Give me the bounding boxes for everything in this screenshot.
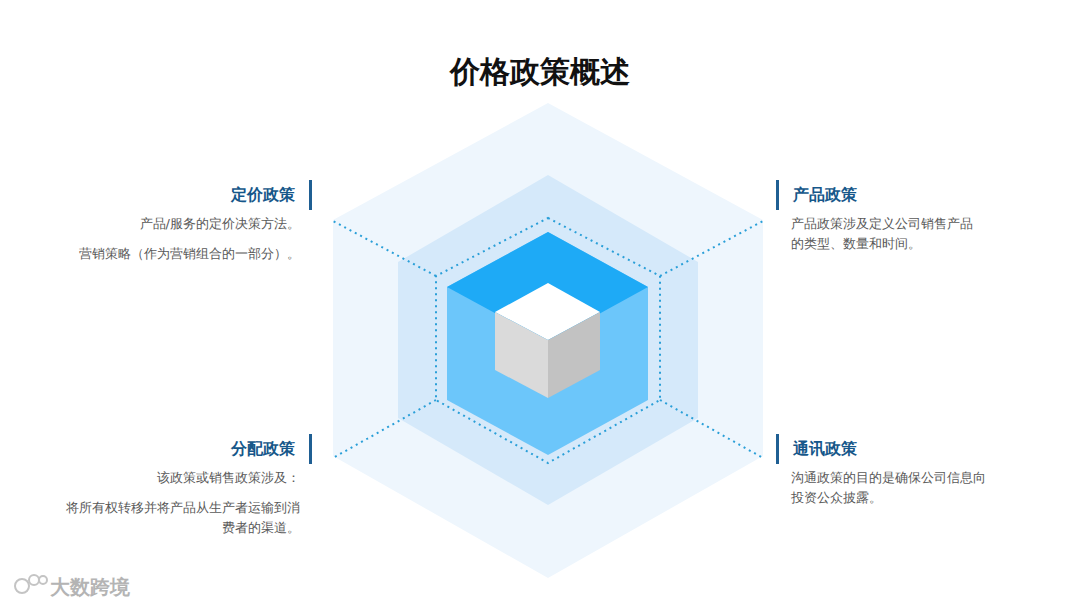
policy-description: 将所有权转移并将产品从生产者运输到消费者的渠道。 — [60, 498, 312, 538]
policy-heading: 分配政策 — [231, 434, 312, 464]
policy-block: 产品政策产品政策涉及定义公司销售产品的类型、数量和时间。 — [776, 180, 981, 254]
logo-ring — [39, 576, 47, 584]
logo-ring — [29, 575, 39, 585]
blue-cube-top — [447, 232, 648, 342]
policy-description: 产品政策涉及定义公司销售产品的类型、数量和时间。 — [776, 214, 981, 254]
dotted-hexagon — [436, 218, 660, 463]
white-cube-right — [548, 312, 600, 398]
watermark-logo — [15, 575, 47, 593]
white-cube-left — [495, 312, 548, 398]
policy-description: 营销策略（作为营销组合的一部分）。 — [62, 244, 312, 264]
policy-block: 分配政策该政策或销售政策涉及： 将所有权转移并将产品从生产者运输到消费者的渠道。 — [60, 434, 312, 538]
watermark: 大数跨境 — [50, 574, 130, 601]
policy-block: 通讯政策沟通政策的目的是确保公司信息向投资公众披露。 — [776, 434, 998, 508]
diagram-title: 价格政策概述 — [0, 52, 1080, 93]
leader-line — [333, 221, 436, 276]
logo-ring — [15, 579, 29, 593]
policy-heading: 产品政策 — [776, 180, 857, 210]
leader-line — [333, 400, 436, 458]
policy-description: 沟通政策的目的是确保公司信息向投资公众披露。 — [776, 468, 998, 508]
outer-hexagon — [333, 103, 763, 578]
leader-line — [660, 221, 763, 276]
policy-block: 定价政策产品/服务的定价决策方法。营销策略（作为营销组合的一部分）。 — [62, 180, 312, 264]
policy-description: 该政策或销售政策涉及： — [60, 468, 312, 488]
policy-heading: 定价政策 — [231, 180, 312, 210]
policy-description: 产品/服务的定价决策方法。 — [62, 214, 312, 234]
middle-hexagon — [398, 175, 698, 505]
blue-cube — [447, 232, 648, 455]
dotted-leaders — [333, 221, 763, 458]
policy-heading: 通讯政策 — [776, 434, 857, 464]
leader-line — [660, 400, 763, 458]
